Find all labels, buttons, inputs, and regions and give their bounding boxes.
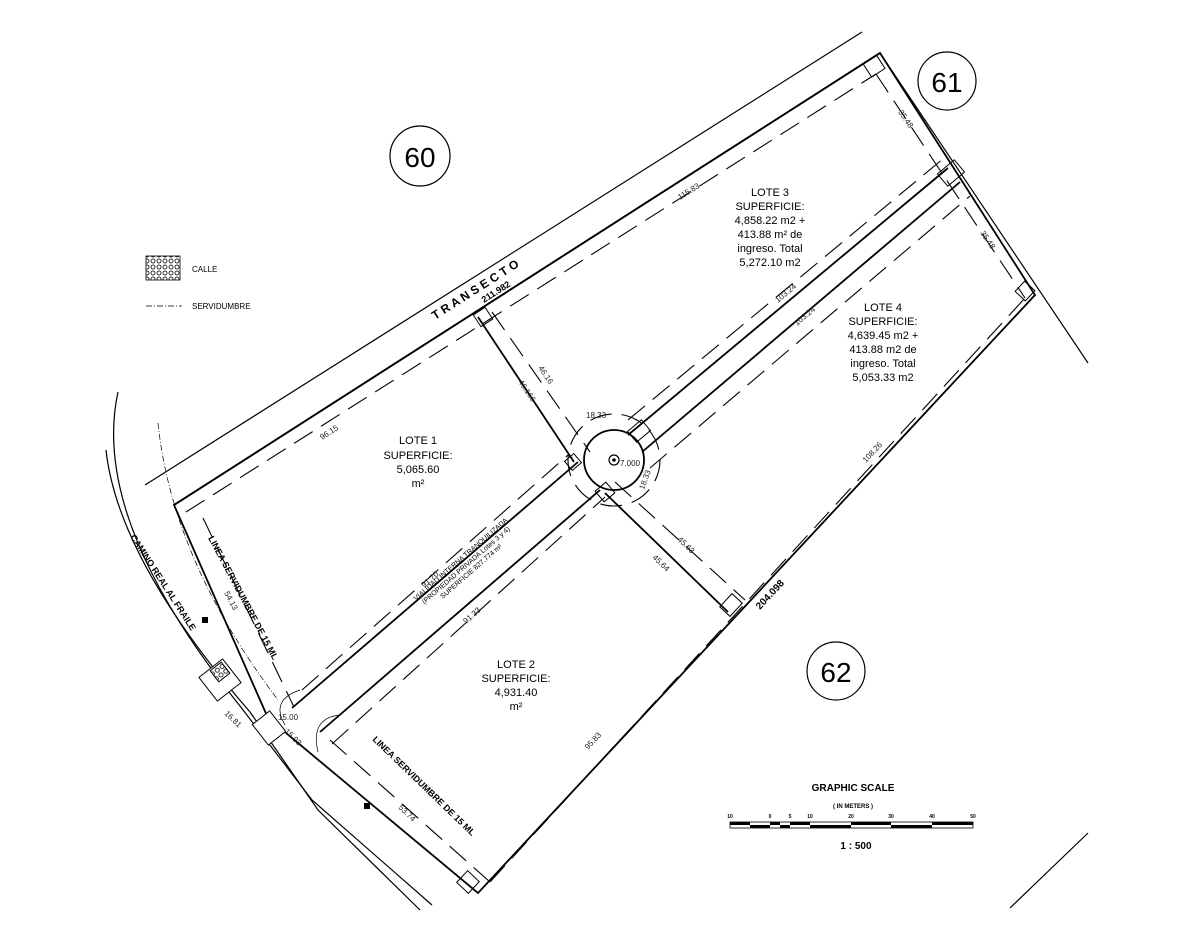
dim-46a: 46.16	[536, 364, 555, 386]
dim-18b: 18.33	[637, 468, 652, 490]
svg-text:ingreso. Total: ingreso. Total	[737, 243, 802, 255]
graphic-scale: GRAPHIC SCALE ( IN METERS ) 10 0 5 10 20…	[727, 783, 976, 852]
neighbor-61: 61	[917, 51, 977, 111]
parcel-boundary	[172, 51, 1089, 909]
svg-text:5,065.60: 5,065.60	[397, 464, 440, 476]
svg-text:m²: m²	[510, 701, 523, 713]
cul-de-sac	[583, 429, 645, 491]
dim-103a: 103.24	[774, 282, 799, 305]
dim-95: 95.83	[583, 730, 604, 751]
legend: CALLE SERVIDUMBRE	[145, 255, 251, 311]
svg-text:5: 5	[789, 814, 792, 820]
lote-1-label: LOTE 1 SUPERFICIE: 5,065.60 m²	[383, 435, 452, 490]
scale-ticks: 10 0 5 10 20 30 40 50	[727, 814, 976, 820]
svg-text:LOTE 3: LOTE 3	[751, 187, 789, 199]
svg-text:5,272.10 m2: 5,272.10 m2	[739, 257, 800, 269]
svg-text:4,639.45 m2 +: 4,639.45 m2 +	[848, 330, 919, 342]
svg-text:VIALIDAD INTERNA TRANQUILIZADA: VIALIDAD INTERNA TRANQUILIZADA	[413, 517, 510, 603]
lot-dividers	[455, 54, 1036, 895]
svg-text:SUPERFICIE:: SUPERFICIE:	[481, 673, 550, 685]
svg-text:60: 60	[404, 142, 435, 173]
servidumbre-line-2: LINEA SERVIDUMBRE DE 15 ML	[371, 734, 478, 838]
scale-units: ( IN METERS )	[833, 804, 873, 810]
svg-text:30: 30	[888, 814, 894, 820]
svg-text:m²: m²	[412, 478, 425, 490]
dim-53: 53.74	[397, 803, 418, 824]
calle-swatch	[145, 255, 181, 281]
dim-16: 16.81	[223, 709, 244, 730]
lote-4-label: LOTE 4 SUPERFICIE: 4,639.45 m2 + 413.88 …	[848, 302, 919, 384]
setback-lines	[185, 73, 1026, 883]
dim-103b: 103.24	[793, 305, 818, 328]
south-length: 204.098	[754, 578, 787, 612]
svg-text:SUPERFICIE:: SUPERFICIE:	[735, 201, 804, 213]
neighbor-62: 62	[806, 641, 866, 701]
internal-road	[279, 157, 971, 753]
servidumbre-line-1: LINEA SERVIDUMBRE DE 15 ML	[206, 534, 280, 661]
svg-text:20: 20	[848, 814, 854, 820]
scale-ratio: 1 : 500	[840, 841, 872, 852]
camino-real-road	[105, 391, 433, 911]
svg-text:413.88 m² de: 413.88 m² de	[738, 229, 803, 241]
neighbor-60: 60	[389, 125, 451, 187]
svg-text:0: 0	[769, 814, 772, 820]
svg-text:SUPERFICIE:: SUPERFICIE:	[383, 450, 452, 462]
svg-text:4,931.40: 4,931.40	[495, 687, 538, 699]
camino-label: CAMINO REAL AL FRAILE	[128, 533, 198, 633]
lote-3-label: LOTE 3 SUPERFICIE: 4,858.22 m2 + 413.88 …	[735, 187, 806, 269]
dim-15a: 15.00	[278, 713, 299, 722]
svg-text:SUPERFICIE:: SUPERFICIE:	[848, 316, 917, 328]
svg-text:LOTE 4: LOTE 4	[864, 302, 902, 314]
scale-title: GRAPHIC SCALE	[812, 783, 895, 794]
dim-18a: 18.33	[586, 411, 607, 420]
svg-text:LOTE 1: LOTE 1	[399, 435, 437, 447]
svg-text:4,858.22 m2 +: 4,858.22 m2 +	[735, 215, 806, 227]
legend-calle-label: CALLE	[192, 265, 217, 274]
dim-7: 7.000	[620, 459, 641, 468]
dim-115: 115.83	[676, 181, 701, 202]
vialidad-note: VIALIDAD INTERNA TRANQUILIZADA (PROPIEDA…	[413, 517, 512, 606]
svg-text:10: 10	[727, 814, 733, 820]
svg-text:40: 40	[929, 814, 935, 820]
scale-bar	[729, 821, 974, 829]
dim-91b: 91.33	[461, 605, 482, 625]
legend-servidumbre-label: SERVIDUMBRE	[192, 302, 251, 311]
svg-text:(PROPIEDAD PRIVADA Lotes 3 y 4: (PROPIEDAD PRIVADA Lotes 3 y 4)	[421, 526, 512, 606]
svg-text:LOTE 2: LOTE 2	[497, 659, 535, 671]
svg-text:5,053.33 m2: 5,053.33 m2	[852, 372, 913, 384]
lote-2-label: LOTE 2 SUPERFICIE: 4,931.40 m²	[481, 659, 550, 713]
svg-text:62: 62	[820, 657, 851, 688]
svg-text:50: 50	[970, 814, 976, 820]
svg-text:61: 61	[931, 67, 962, 98]
dim-35a: 35.48	[896, 108, 915, 130]
svg-text:ingreso. Total: ingreso. Total	[850, 358, 915, 370]
svg-text:413.88 m2 de: 413.88 m2 de	[849, 344, 916, 356]
dim-46b: 46.166	[516, 378, 537, 404]
dim-45b: 45.64	[651, 553, 672, 574]
svg-text:10: 10	[807, 814, 813, 820]
